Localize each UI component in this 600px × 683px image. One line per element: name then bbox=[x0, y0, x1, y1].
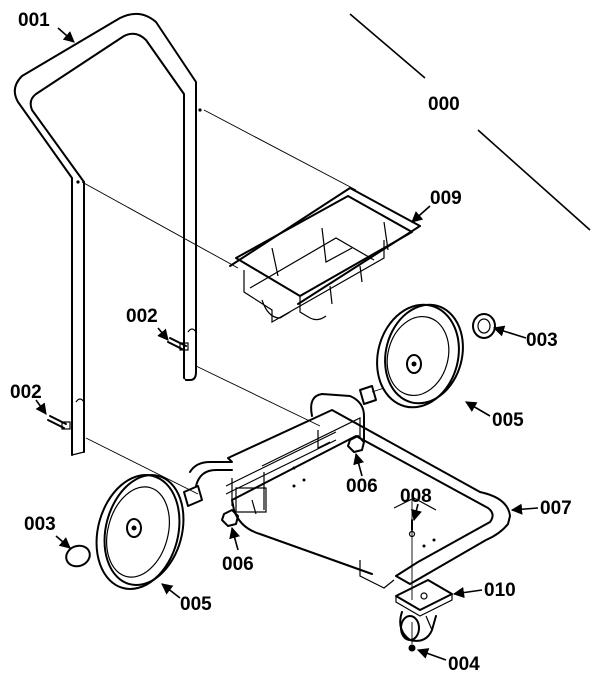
hub-cap-left-003 bbox=[65, 544, 91, 568]
label-002-left: 002 bbox=[10, 382, 42, 403]
base-frame-007 bbox=[189, 393, 511, 589]
wire-basket-009 bbox=[229, 187, 421, 324]
label-009: 009 bbox=[430, 188, 462, 209]
label-010: 010 bbox=[484, 580, 516, 601]
caster-010 bbox=[395, 579, 453, 642]
label-005-left: 005 bbox=[180, 594, 212, 615]
axle bbox=[183, 385, 377, 507]
label-000: 000 bbox=[428, 94, 460, 115]
label-008: 008 bbox=[400, 486, 432, 507]
label-005-right: 005 bbox=[492, 410, 524, 431]
nut-left-006 bbox=[221, 509, 239, 527]
screw-008 bbox=[408, 519, 416, 538]
label-003-left: 003 bbox=[24, 514, 56, 535]
label-002-right: 002 bbox=[126, 306, 158, 327]
label-006-left: 006 bbox=[222, 554, 254, 575]
nut-004 bbox=[408, 644, 416, 652]
bolt-left bbox=[47, 415, 71, 430]
alignment-lines bbox=[81, 109, 413, 644]
leader-arrows bbox=[35, 27, 539, 661]
label-004: 004 bbox=[448, 654, 480, 675]
bolt-right bbox=[167, 337, 189, 351]
nut-right-006 bbox=[347, 435, 365, 453]
part-labels: 000 001 009 002 002 003 005 006 008 007 … bbox=[10, 10, 572, 675]
wheel-right-005 bbox=[376, 303, 464, 409]
wheel-left-005 bbox=[95, 474, 185, 590]
handle-frame-001 bbox=[13, 12, 202, 456]
label-006-right: 006 bbox=[346, 476, 378, 497]
label-003-right: 003 bbox=[526, 330, 558, 351]
assembly-indicator-lines bbox=[349, 13, 591, 231]
hub-cap-right-003 bbox=[472, 313, 496, 339]
label-007: 007 bbox=[540, 498, 572, 519]
label-001: 001 bbox=[18, 10, 50, 31]
